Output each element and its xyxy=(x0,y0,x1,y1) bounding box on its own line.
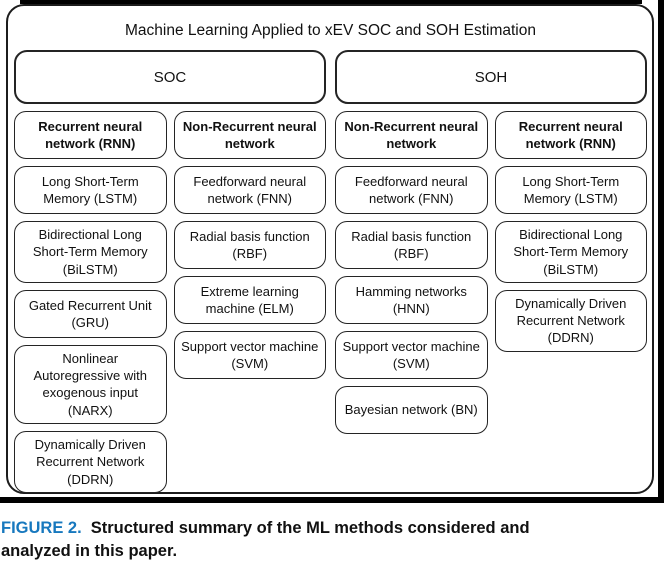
soc-recurrent-column: Recurrent neural network (RNN) Long Short… xyxy=(14,111,167,493)
method-box: Radial basis function (RBF) xyxy=(335,221,488,269)
method-box: Gated Recurrent Unit (GRU) xyxy=(14,289,167,338)
figure-caption-text-line1: Structured summary of the ML methods con… xyxy=(90,519,530,537)
method-box: Support vector machine (SVM) xyxy=(335,331,488,379)
method-box: Long Short-Term Memory (LSTM) xyxy=(494,166,647,214)
method-box: Long Short-Term Memory (LSTM) xyxy=(14,166,167,214)
category-header-box: Non-Recurrent neural network xyxy=(335,111,488,159)
method-box: Bidirectional Long Short-Term Memory (Bi… xyxy=(14,221,167,283)
method-box: Dynamically Driven Recurrent Network (DD… xyxy=(494,289,647,352)
method-box: Support vector machine (SVM) xyxy=(173,331,326,379)
method-box: Feedforward neural network (FNN) xyxy=(335,166,488,214)
category-header-box: Non-Recurrent neural network xyxy=(173,111,326,159)
scan-edge-bottom xyxy=(0,497,664,503)
groups-row: SOC Recurrent neural network (RNN) Long Sh… xyxy=(14,50,647,493)
method-box: Bidirectional Long Short-Term Memory (Bi… xyxy=(494,221,647,283)
category-header-box: Recurrent neural network (RNN) xyxy=(14,111,167,159)
method-box: Bayesian network (BN) xyxy=(335,386,488,434)
method-box: Dynamically Driven Recurrent Network (DD… xyxy=(14,430,167,493)
diagram-title: Machine Learning Applied to xEV SOC and … xyxy=(125,22,536,39)
method-box: Feedforward neural network (FNN) xyxy=(173,166,326,214)
scan-edge-top xyxy=(20,0,642,4)
method-box: Hamming networks (HNN) xyxy=(335,276,488,324)
soc-group: SOC Recurrent neural network (RNN) Long Sh… xyxy=(14,50,326,493)
figure-caption: FIGURE 2. Structured summary of the ML me… xyxy=(1,517,663,563)
soc-columns: Recurrent neural network (RNN) Long Short… xyxy=(14,111,326,493)
soh-header-box: SOH xyxy=(335,50,647,104)
soh-recurrent-column: Recurrent neural network (RNN) Long Short… xyxy=(494,111,647,434)
method-box: Extreme learning machine (ELM) xyxy=(173,276,326,324)
method-box: Nonlinear Autoregressive with exogenous … xyxy=(14,344,167,424)
figure-caption-text-line2: analyzed in this paper. xyxy=(1,542,178,560)
category-header-box: Recurrent neural network (RNN) xyxy=(494,111,647,159)
soc-header-box: SOC xyxy=(14,50,326,104)
ml-taxonomy-diagram: Machine Learning Applied to xEV SOC and … xyxy=(6,4,654,494)
scan-edge-right xyxy=(658,0,664,503)
method-box: Radial basis function (RBF) xyxy=(173,221,326,269)
figure-caption-label: FIGURE 2. xyxy=(1,519,82,537)
